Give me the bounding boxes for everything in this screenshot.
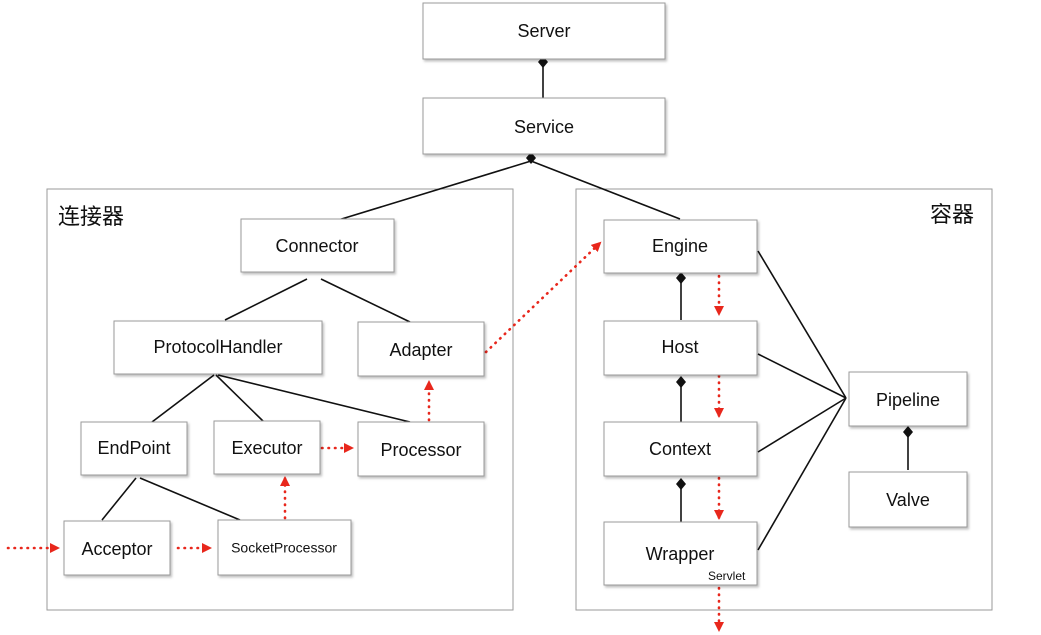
node-acceptor: Acceptor xyxy=(63,520,171,576)
wrapper-pipeline-line xyxy=(757,397,847,551)
node-service: Service xyxy=(422,97,666,155)
service-composition-diamond xyxy=(526,152,536,164)
node-context: Context xyxy=(603,421,758,477)
context-pipeline-line xyxy=(757,397,847,453)
request-flow-arrows xyxy=(6,241,724,632)
endpoint-acceptor-line xyxy=(101,477,137,521)
host-pipeline-line xyxy=(757,353,847,399)
node-adapter-label: Adapter xyxy=(389,340,452,360)
protocolhandler-executor-line xyxy=(215,374,265,423)
node-server-label: Server xyxy=(517,21,570,41)
composition-diamonds xyxy=(526,56,913,490)
node-service-label: Service xyxy=(514,117,574,137)
node-acceptor-label: Acceptor xyxy=(81,539,152,559)
node-engine-label: Engine xyxy=(652,236,708,256)
pipeline-composition-diamond xyxy=(903,426,913,438)
node-wrapper: Wrapper Servlet xyxy=(603,521,758,586)
node-connector: Connector xyxy=(240,218,395,273)
node-protocol-handler-label: ProtocolHandler xyxy=(153,337,282,357)
node-processor-label: Processor xyxy=(380,440,461,460)
node-executor-label: Executor xyxy=(231,438,302,458)
node-context-label: Context xyxy=(649,439,711,459)
connector-group: 连接器 xyxy=(46,188,514,611)
node-pipeline-label: Pipeline xyxy=(876,390,940,410)
connector-adapter-line xyxy=(320,278,411,323)
engine-pipeline-line xyxy=(757,250,847,399)
engine-composition-diamond xyxy=(676,272,686,284)
node-wrapper-servlet-note: Servlet xyxy=(708,569,746,583)
node-protocol-handler: ProtocolHandler xyxy=(113,320,323,375)
endpoint-socketprocessor-line xyxy=(139,477,241,521)
node-wrapper-label: Wrapper xyxy=(646,544,715,564)
node-host: Host xyxy=(603,320,758,376)
node-socket-processor: SocketProcessor xyxy=(217,519,352,576)
context-composition-diamond xyxy=(676,478,686,490)
node-processor: Processor xyxy=(357,421,485,477)
host-composition-diamond xyxy=(676,376,686,388)
protocolhandler-processor-line xyxy=(217,374,411,423)
service-connector-line xyxy=(334,160,532,222)
node-connector-label: Connector xyxy=(275,236,358,256)
node-server: Server xyxy=(422,2,666,60)
protocolhandler-endpoint-line xyxy=(151,374,215,423)
connector-group-title: 连接器 xyxy=(58,205,124,230)
node-valve-label: Valve xyxy=(886,490,930,510)
node-host-label: Host xyxy=(661,337,698,357)
connection-lines xyxy=(101,58,909,551)
connector-protocolhandler-line xyxy=(224,278,308,321)
node-pipeline: Pipeline xyxy=(848,371,968,427)
container-group-title: 容器 xyxy=(930,203,974,228)
container-group: 容器 xyxy=(575,188,993,611)
adapter-to-engine-arrow xyxy=(484,241,602,354)
node-endpoint: EndPoint xyxy=(80,421,188,476)
node-valve: Valve xyxy=(848,471,968,528)
service-engine-line xyxy=(530,160,681,220)
node-executor: Executor xyxy=(213,420,321,475)
node-adapter: Adapter xyxy=(357,321,485,377)
node-socket-processor-label: SocketProcessor xyxy=(231,540,337,556)
node-endpoint-label: EndPoint xyxy=(97,438,170,458)
node-engine: Engine xyxy=(603,219,758,274)
